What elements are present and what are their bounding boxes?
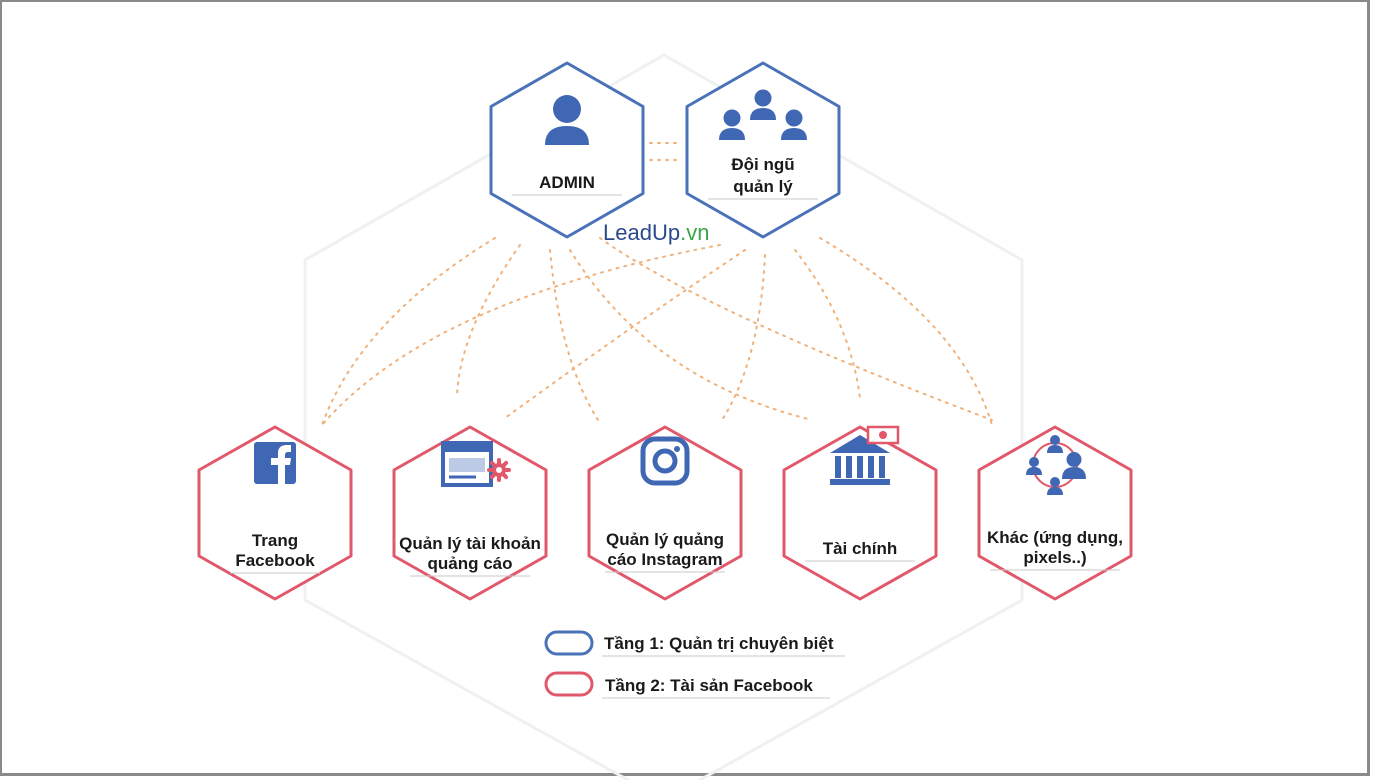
tier1-nodes: ADMIN Đội ngũ quản lý bbox=[489, 61, 841, 239]
legend-swatch-tier2 bbox=[544, 671, 594, 697]
node-finance: Tài chính bbox=[782, 425, 938, 601]
node-admin: ADMIN bbox=[489, 61, 645, 239]
person-icon bbox=[545, 95, 589, 145]
connector-line bbox=[569, 249, 813, 421]
hexagon-outline bbox=[977, 425, 1133, 601]
node-label: Quản lý quảng bbox=[606, 530, 724, 549]
node-label: Đội ngũ bbox=[731, 155, 794, 174]
node-label: quảng cáo bbox=[427, 554, 512, 573]
logo-tld: .vn bbox=[680, 220, 709, 245]
svg-text:LeadUp.vn: LeadUp.vn bbox=[603, 220, 709, 245]
connector-line bbox=[721, 254, 766, 421]
hexagon-outline bbox=[392, 425, 548, 601]
legend: Tầng 1: Quản trị chuyên biệt Tầng 2: Tài… bbox=[544, 630, 845, 699]
node-label: cáo Instagram bbox=[607, 550, 722, 569]
connector-line bbox=[819, 237, 993, 426]
facebook-icon bbox=[254, 442, 296, 484]
node-other: Khác (ứng dụng,pixels..) bbox=[977, 425, 1133, 601]
node-label: Quản lý tài khoản bbox=[399, 534, 541, 553]
node-label: quản lý bbox=[733, 177, 793, 196]
legend-label-tier2: Tầng 2: Tài sản Facebook bbox=[605, 676, 813, 695]
node-label: Trang bbox=[252, 531, 298, 550]
connector-line bbox=[599, 237, 993, 421]
connector-line bbox=[794, 249, 861, 399]
node-label: pixels..) bbox=[1023, 548, 1086, 567]
team-icon bbox=[719, 89, 807, 140]
node-label: Facebook bbox=[235, 551, 315, 570]
hexagon-outline bbox=[489, 61, 645, 239]
logo-brand: LeadUp bbox=[603, 220, 680, 245]
hexagon-outline bbox=[587, 425, 743, 601]
legend-swatch-tier1 bbox=[544, 630, 594, 656]
instagram-icon bbox=[640, 436, 690, 486]
leadup-logo: LeadUp.vn bbox=[603, 220, 709, 245]
node-team: Đội ngũ quản lý bbox=[685, 61, 841, 239]
node-label: ADMIN bbox=[539, 173, 595, 192]
bank-icon bbox=[830, 425, 900, 485]
node-label: Tài chính bbox=[823, 539, 898, 558]
connector-lines bbox=[321, 142, 993, 426]
legend-label-tier1: Tầng 1: Quản trị chuyên biệt bbox=[604, 634, 834, 653]
connector-line bbox=[456, 244, 521, 396]
background-hexagon bbox=[303, 53, 1024, 780]
node-label: Khác (ứng dụng, bbox=[987, 528, 1123, 547]
browser-settings-icon bbox=[441, 441, 511, 487]
hexagon-outline bbox=[685, 61, 841, 239]
connector-line bbox=[321, 244, 721, 426]
connector-line bbox=[504, 249, 746, 419]
network-people-icon bbox=[1026, 435, 1086, 495]
connector-line bbox=[321, 237, 496, 426]
connector-line bbox=[549, 249, 599, 421]
hexagon-outline bbox=[197, 425, 353, 601]
hexagon-outline bbox=[782, 425, 938, 601]
